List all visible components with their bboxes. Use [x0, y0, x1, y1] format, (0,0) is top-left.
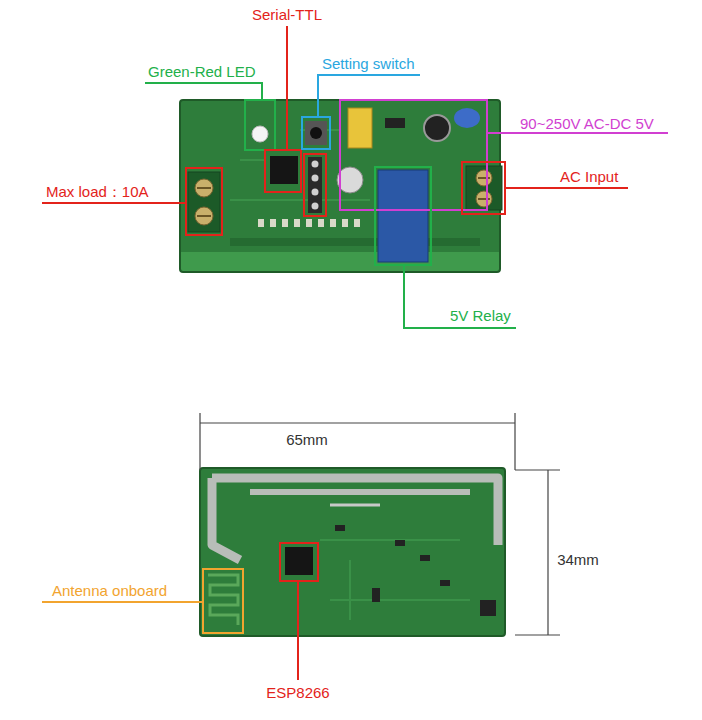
top-board-part-part	[330, 219, 336, 227]
top-board-part	[197, 187, 211, 189]
top-board-part	[270, 156, 298, 184]
callout-label: Antenna onboard	[52, 582, 167, 600]
callout-label: Serial-TTL	[252, 6, 322, 24]
bottom-board	[200, 468, 505, 636]
leader-line	[404, 265, 516, 328]
top-board-part	[476, 191, 492, 207]
bottom-board-part-part	[420, 555, 430, 561]
led-callout-box	[245, 100, 275, 150]
top-board-part	[478, 177, 490, 179]
top-board-part	[466, 166, 502, 210]
header-callout-box	[304, 154, 326, 216]
esp-callout-box	[280, 543, 318, 581]
top-board-part	[195, 179, 213, 197]
input-callout-box	[462, 162, 505, 214]
callout-label: ESP8266	[266, 684, 329, 702]
top-board-part	[195, 207, 213, 225]
bottom-board-part-part	[480, 600, 496, 616]
callout-label: Max load：10A	[46, 183, 149, 201]
bottom-board-part	[250, 489, 470, 495]
top-board-part	[312, 203, 319, 210]
chip-callout-box	[265, 150, 301, 192]
dimension-lines-part	[515, 470, 560, 635]
top-board-part	[197, 215, 211, 217]
board-illustration-part	[42, 26, 668, 328]
bottom-board-part	[335, 525, 496, 616]
top-board-part-part	[318, 219, 324, 227]
bottom-board-part	[285, 547, 313, 575]
leader-line	[286, 26, 288, 150]
callout-label: 5V Relay	[450, 307, 511, 325]
top-board-part	[478, 198, 490, 200]
top-board-part	[385, 118, 405, 128]
bottom-board-part-part	[440, 580, 450, 586]
top-board-part	[348, 108, 372, 148]
top-board-part	[424, 115, 450, 141]
leader-line	[318, 75, 420, 117]
leader-line	[145, 83, 262, 100]
bottom-board-part-part	[372, 588, 380, 602]
dimension-lines-part	[200, 413, 515, 470]
top-board-part	[312, 189, 319, 196]
callout-label: 90~250V AC-DC 5V	[520, 115, 654, 133]
top-board-part	[310, 127, 322, 139]
bottom-board-part	[330, 504, 380, 507]
leader-line	[487, 132, 668, 134]
top-board-part	[378, 170, 428, 262]
bottom-board-part	[320, 540, 470, 620]
bottom-board-part	[208, 575, 238, 625]
top-board-part	[230, 238, 480, 246]
antenna-callout-box	[203, 569, 243, 633]
load-callout-box	[186, 168, 222, 235]
top-board-part-part	[354, 219, 360, 227]
top-board-part	[454, 108, 480, 128]
callout-label: AC Input	[560, 168, 618, 186]
top-board-part	[312, 175, 319, 182]
bottom-board-part-part	[335, 525, 345, 531]
top-board-part	[258, 219, 360, 227]
leader-line	[42, 601, 203, 603]
top-board-part-part	[342, 219, 348, 227]
top-board	[180, 100, 502, 272]
leader-line	[297, 581, 299, 680]
top-board-part	[312, 161, 319, 168]
board-illustration-part	[186, 100, 505, 265]
dimension-lines-part	[200, 422, 515, 423]
top-board-part	[180, 100, 500, 272]
top-board-part	[305, 121, 327, 145]
top-board-part	[476, 170, 492, 186]
leader-line	[42, 202, 186, 204]
top-board-part-part	[306, 219, 312, 227]
top-board-part-part	[294, 219, 300, 227]
relay-callout-box	[375, 167, 431, 265]
callout-label: 65mm	[286, 431, 328, 449]
bottom-board-part	[200, 468, 505, 636]
leader-line	[505, 187, 628, 189]
top-board-part-part	[282, 219, 288, 227]
power-callout-box	[340, 100, 487, 210]
callout-label: Green-Red LED	[148, 63, 256, 81]
bottom-board-part	[212, 478, 498, 560]
top-board-part	[252, 126, 268, 142]
top-board-part	[180, 252, 500, 272]
board-illustration-part	[42, 581, 298, 680]
dimension-lines-part	[547, 470, 548, 635]
switch-callout-box	[302, 117, 330, 149]
top-board-part	[188, 172, 220, 232]
top-board-part-part	[258, 219, 264, 227]
callout-label: 34mm	[557, 551, 599, 569]
callout-label: Setting switch	[322, 55, 415, 73]
top-board-part	[308, 157, 322, 213]
dimension-lines	[200, 413, 560, 635]
top-board-part	[180, 100, 500, 272]
bottom-board-part-part	[395, 540, 405, 546]
top-board-part-part	[270, 219, 276, 227]
